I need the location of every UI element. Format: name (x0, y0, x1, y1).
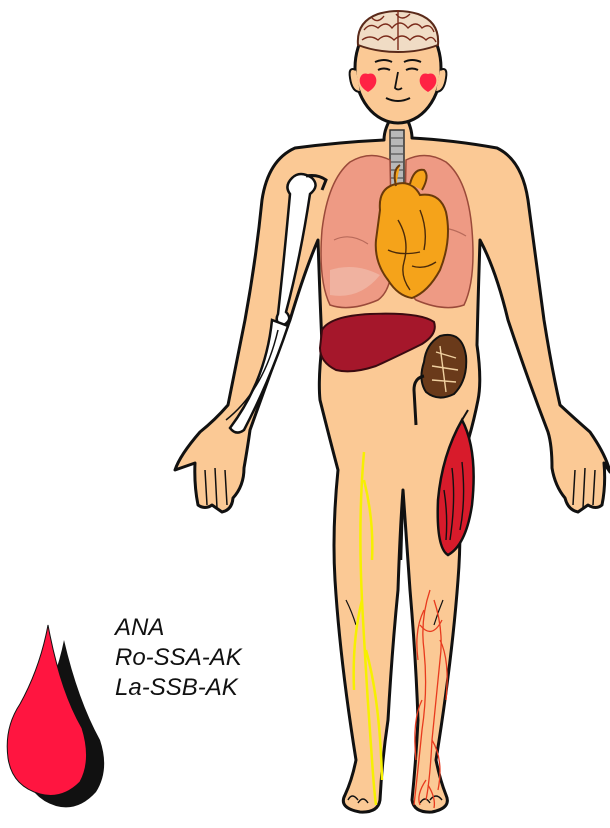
lab-marker-ro-ssa: Ro-SSA-AK (115, 643, 305, 673)
lab-marker-la-ssb: La-SSB-AK (115, 673, 305, 703)
brain-icon (358, 10, 438, 52)
lab-marker-list: ANA Ro-SSA-AK La-SSB-AK (115, 613, 305, 703)
lab-marker-ana: ANA (115, 613, 305, 643)
trachea-icon (390, 130, 404, 190)
blood-drop-icon (7, 625, 104, 807)
